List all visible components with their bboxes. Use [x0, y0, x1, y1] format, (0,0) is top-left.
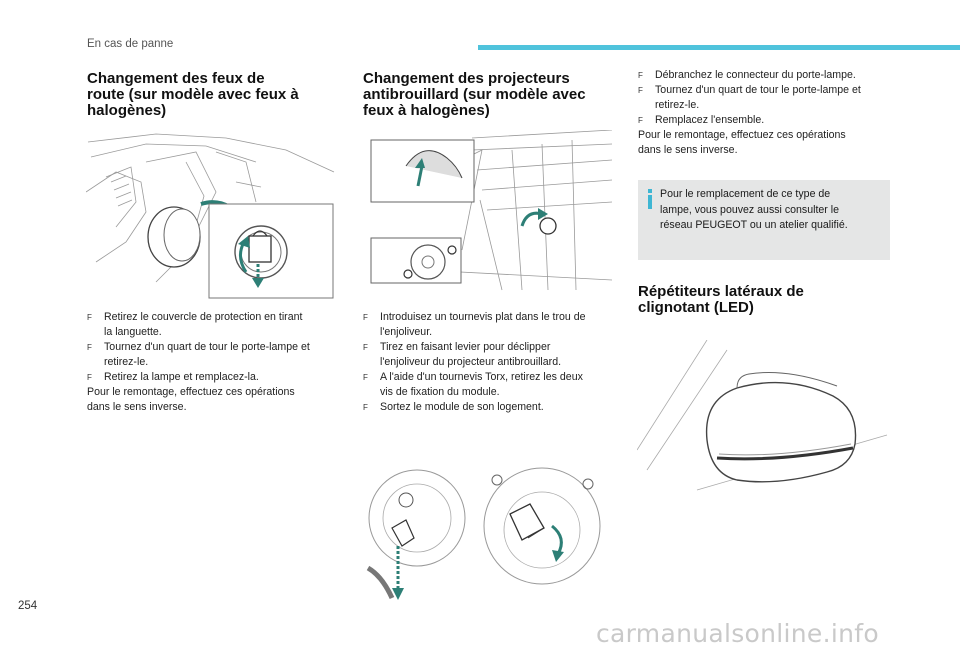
list-item: F Introduisez un tournevis plat dans le … — [363, 311, 586, 338]
info-box: Pour le remplacement de ce type de lampe… — [638, 180, 890, 260]
page-number: 254 — [18, 600, 38, 612]
list-item: F Tirez en faisant levier pour déclipper… — [363, 341, 562, 368]
heading-fog-lamps: Changement des projecteurs antibrouillar… — [363, 70, 586, 119]
watermark: carmanualsonline.info — [596, 619, 879, 648]
heading-high-beam: Changement des feux de route (sur modèle… — [87, 70, 299, 119]
fog-lamp-bezel-illustration — [362, 130, 617, 302]
bullet-marker: F — [363, 373, 368, 382]
fog-lamp-instructions-continued: F Débranchez le connecteur du porte-lamp… — [638, 68, 896, 158]
fog-lamp-module-illustration — [362, 458, 617, 608]
list-item: F Tournez d'un quart de tour le porte-la… — [638, 84, 861, 111]
fog-lamp-instructions: F Introduisez un tournevis plat dans le … — [363, 310, 619, 415]
info-text-line: lampe, vous pouvez aussi consulter le — [660, 203, 840, 216]
high-beam-instructions: F Retirez le couvercle de protection en … — [87, 310, 342, 415]
heading-side-repeaters: Répétiteurs latéraux de clignotant (LED) — [638, 283, 804, 316]
list-item: F Débranchez le connecteur du porte-lamp… — [638, 69, 856, 81]
bullet-marker: F — [87, 313, 92, 322]
info-text-line: Pour le remplacement de ce type de — [660, 188, 831, 200]
list-item: F Remplacez l'ensemble. — [638, 114, 765, 126]
section-label: En cas de panne — [87, 38, 174, 50]
bullet-marker: F — [638, 86, 643, 95]
bullet-marker: F — [363, 343, 368, 352]
info-text-line: réseau PEUGEOT ou un atelier qualifié. — [660, 219, 848, 231]
list-item: F A l'aide d'un tournevis Torx, retirez … — [363, 371, 583, 398]
list-item: F Tournez d'un quart de tour le porte-la… — [87, 341, 310, 368]
headlamp-illustration — [86, 132, 336, 300]
info-icon — [648, 189, 652, 209]
list-item: F Sortez le module de son logement. — [363, 401, 544, 413]
reassembly-note: Pour le remontage, effectuez ces opérati… — [638, 129, 846, 156]
bullet-marker: F — [363, 403, 368, 412]
bullet-marker: F — [638, 71, 643, 80]
bullet-marker: F — [638, 116, 643, 125]
side-mirror-illustration — [637, 340, 892, 500]
list-item: F Retirez la lampe et remplacez-la. — [87, 371, 259, 383]
reassembly-note: Pour le remontage, effectuez ces opérati… — [87, 386, 295, 413]
bullet-marker: F — [87, 343, 92, 352]
list-item: F Retirez le couvercle de protection en … — [87, 311, 303, 338]
bullet-marker: F — [363, 313, 368, 322]
bullet-marker: F — [87, 373, 92, 382]
header-accent-bar — [478, 45, 960, 50]
